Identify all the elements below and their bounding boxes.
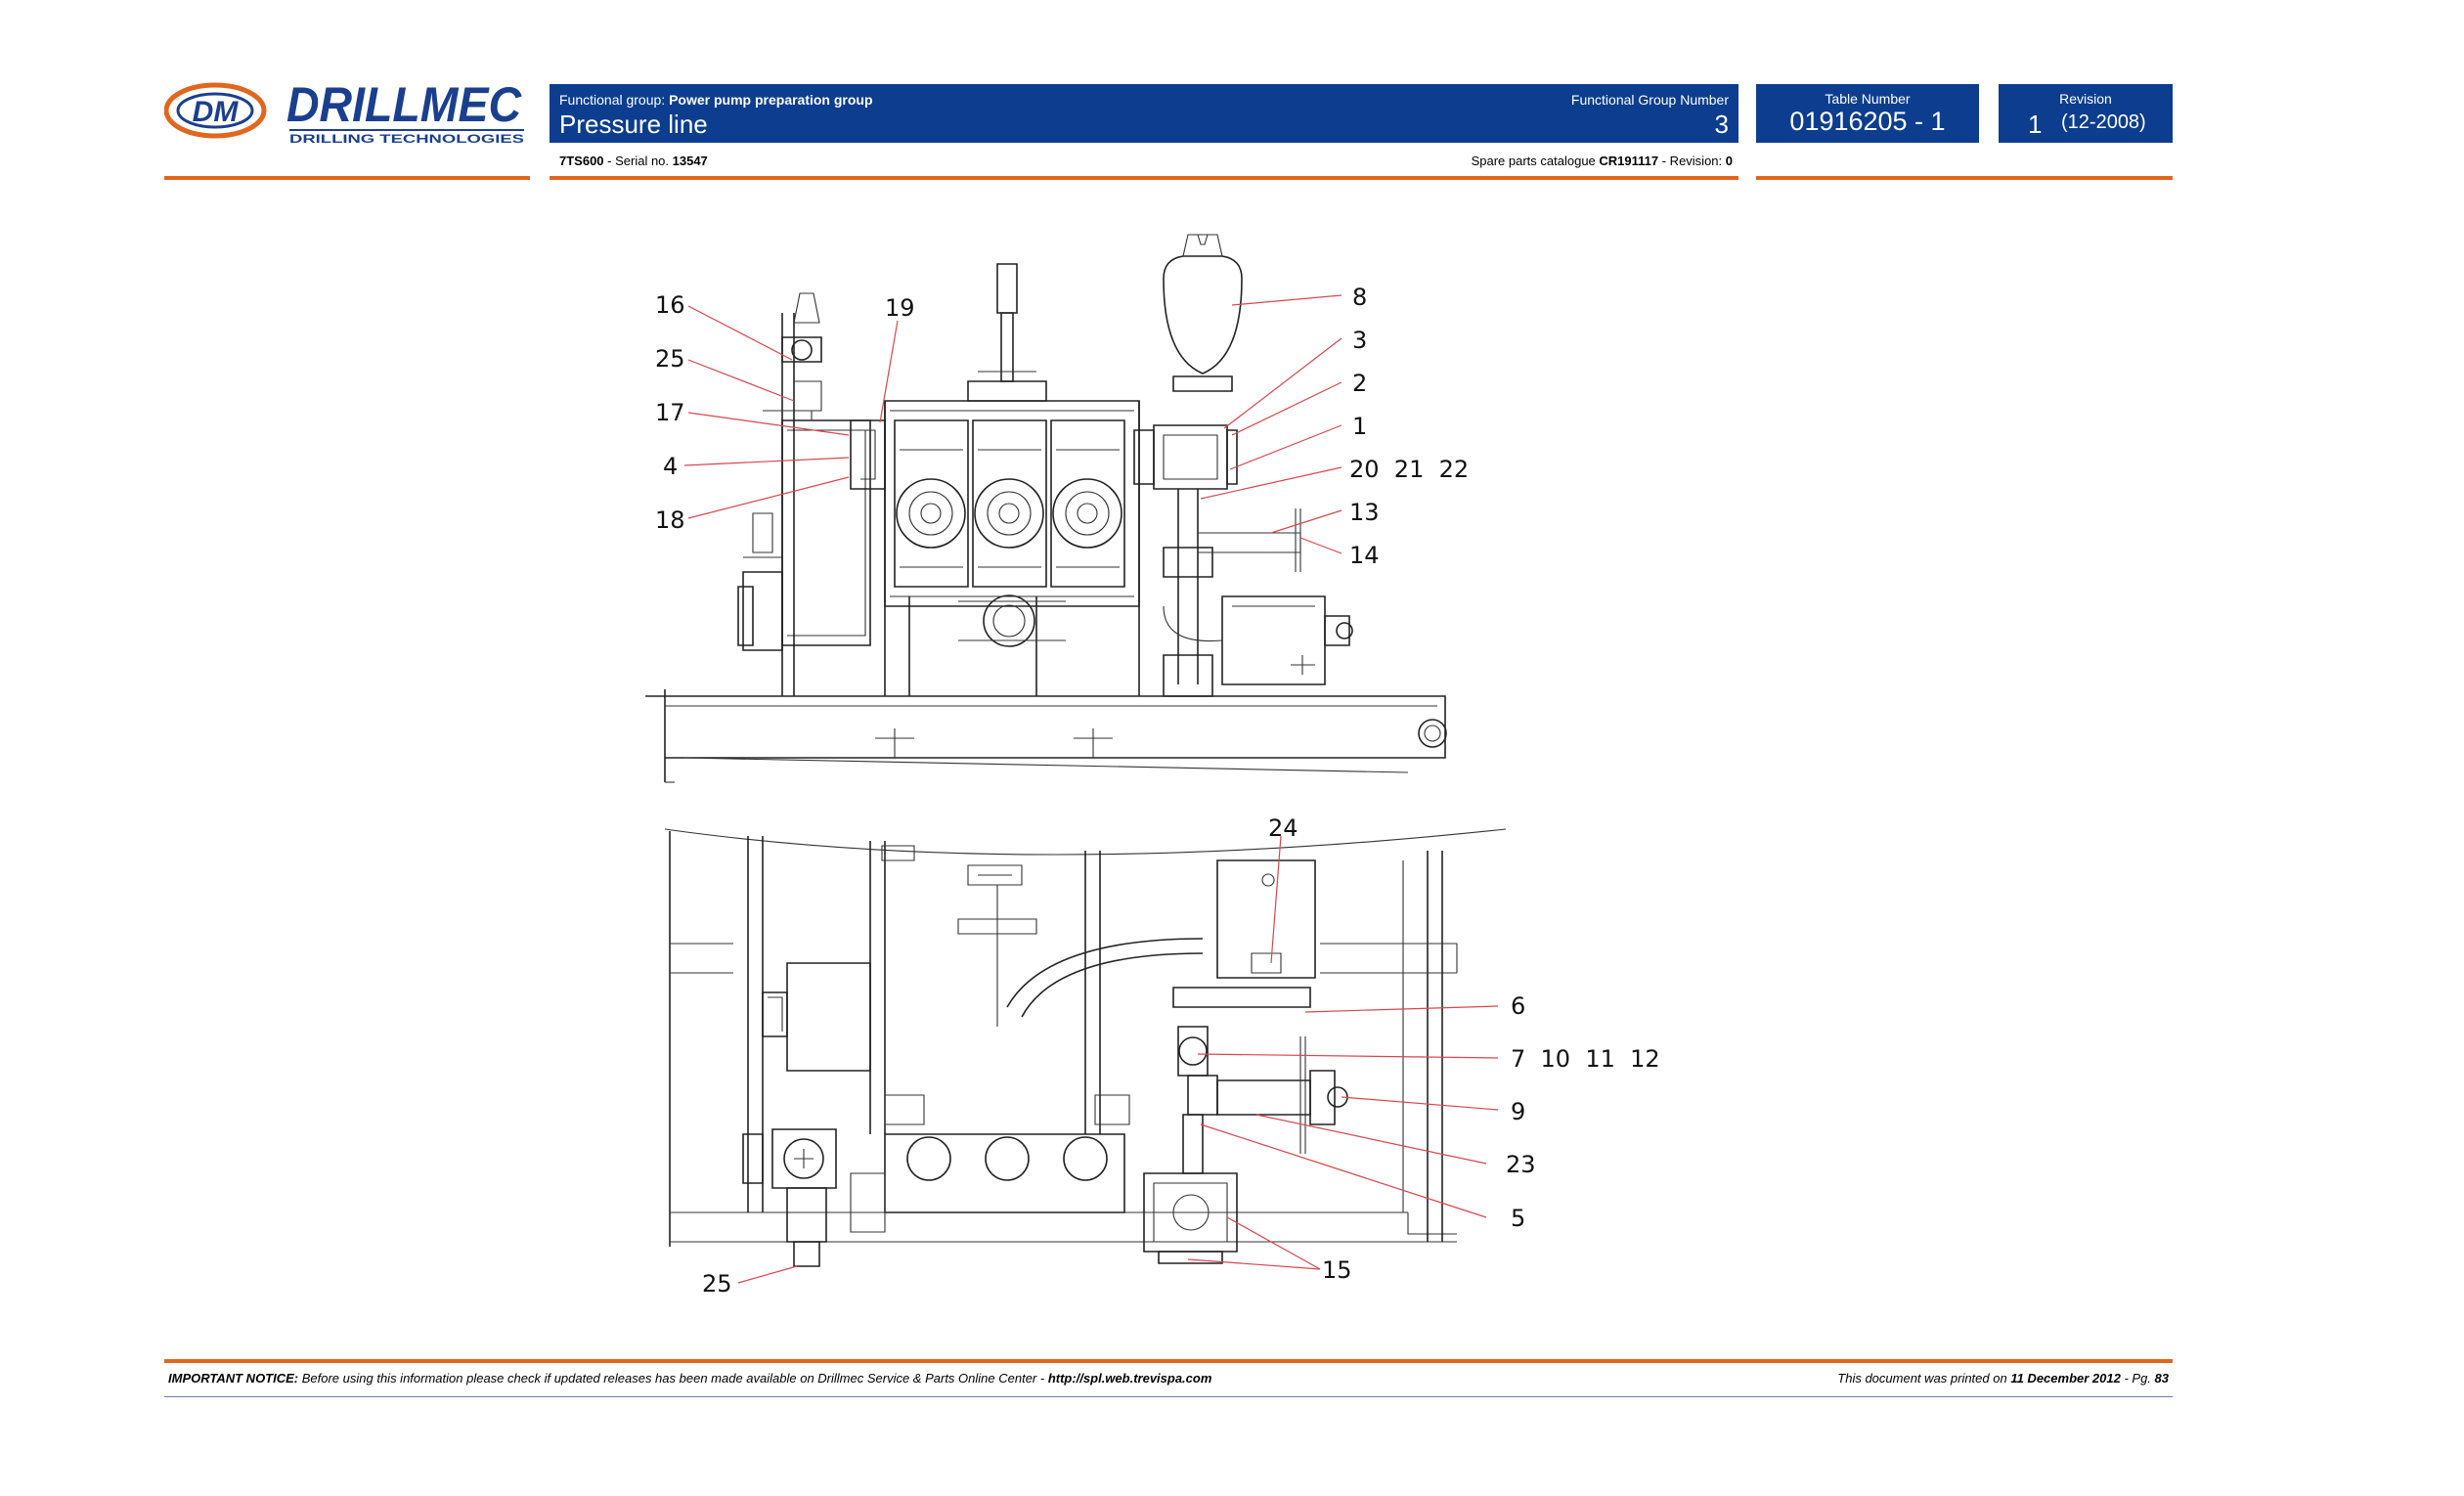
footer-bottom-rule <box>164 1396 2173 1397</box>
service-url-link[interactable]: http://spl.web.trevispa.com <box>1047 1371 1212 1386</box>
callout-8: 8 <box>1352 284 1367 311</box>
callout-labels: 16 25 17 4 18 19 8 3 2 1 20 21 22 13 14 … <box>655 284 1660 1298</box>
logo-brand: DRILLMEC <box>286 78 522 132</box>
table-number-box: Table Number 01916205 - 1 <box>1756 84 1979 143</box>
callout-3: 3 <box>1352 327 1367 354</box>
functional-group-prefix: Functional group: <box>559 92 670 108</box>
callout-17: 17 <box>655 399 685 426</box>
page-number: 83 <box>2154 1371 2169 1386</box>
callout-16: 16 <box>655 291 685 319</box>
callout-15: 15 <box>1322 1256 1352 1284</box>
pump-module-1 <box>894 419 969 588</box>
callout-18: 18 <box>655 506 685 534</box>
callout-1: 1 <box>1352 413 1367 440</box>
catalogue-line: Spare parts catalogue CR191117 - Revisio… <box>1472 154 1733 168</box>
logo-underline <box>164 176 530 180</box>
callout-leaders <box>683 294 1499 1284</box>
company-logo: DM DRILLMEC DRILLING TECHNOLOGIES <box>163 77 532 149</box>
callout-5: 5 <box>1511 1205 1525 1232</box>
page-prefix: - Pg. <box>2120 1371 2155 1386</box>
callout-9: 9 <box>1511 1098 1525 1125</box>
drillmec-logo-mark: DM DRILLMEC DRILLING TECHNOLOGIES <box>163 77 524 146</box>
revision-label: Revision <box>2059 91 2112 107</box>
logo-tagline: DRILLING TECHNOLOGIES <box>289 132 524 146</box>
functional-group-name: Power pump preparation group <box>669 92 873 108</box>
page-title: Pressure line <box>559 110 708 139</box>
callout-14: 14 <box>1349 542 1380 569</box>
notice-label: IMPORTANT NOTICE: <box>168 1371 299 1386</box>
table-underline <box>1756 176 2173 180</box>
revision-box: Revision 1 (12-2008) <box>1999 84 2173 143</box>
pulsation-dampener <box>1163 255 1243 374</box>
table-number-value: 01916205 - 1 <box>1789 107 1946 136</box>
pump-side-view <box>645 234 1447 783</box>
pump-plan-view <box>664 828 1507 1267</box>
callout-20-21-22: 20 21 22 <box>1349 456 1469 483</box>
callout-4: 4 <box>663 453 678 480</box>
catalogue-prefix: Spare parts catalogue <box>1471 154 1600 168</box>
catalogue-revision: 0 <box>1725 154 1733 168</box>
print-info: This document was printed on 11 December… <box>1837 1371 2169 1386</box>
callout-7-10-11-12: 7 10 11 12 <box>1511 1045 1660 1073</box>
pump-module-2 <box>972 419 1047 588</box>
header-underline <box>550 176 1738 180</box>
callout-25-top: 25 <box>655 345 685 373</box>
catalogue-code: CR191117 <box>1599 154 1659 168</box>
callout-2: 2 <box>1352 370 1367 397</box>
footer-rule <box>164 1359 2173 1363</box>
functional-group-number: 3 <box>1714 110 1729 139</box>
model-serial-line: 7TS600 - Serial no. 13547 <box>559 154 708 168</box>
notice-text: Before using this information please che… <box>298 1371 1048 1386</box>
logo-monogram: DM <box>193 96 240 128</box>
printed-date: 11 December 2012 <box>2010 1371 2121 1386</box>
serial-number: 13547 <box>672 154 708 168</box>
callout-13: 13 <box>1349 499 1380 526</box>
functional-group-line: Functional group: Power pump preparation… <box>559 92 873 108</box>
serial-prefix: - Serial no. <box>603 154 673 168</box>
revision-number: 1 <box>2028 110 2043 139</box>
callout-23: 23 <box>1506 1151 1536 1178</box>
printed-prefix: This document was printed on <box>1837 1371 2011 1386</box>
callout-24: 24 <box>1268 814 1298 842</box>
callout-25-bottom: 25 <box>702 1270 732 1298</box>
table-number-label: Table Number <box>1825 91 1911 107</box>
model-code: 7TS600 <box>559 154 604 168</box>
catalogue-revision-prefix: - Revision: <box>1658 154 1726 168</box>
important-notice: IMPORTANT NOTICE: Before using this info… <box>168 1371 1211 1386</box>
revision-date: (12-2008) <box>2061 111 2146 133</box>
functional-group-number-label: Functional Group Number <box>1570 92 1729 108</box>
functional-group-header: Functional group: Power pump preparation… <box>550 84 1738 143</box>
callout-19: 19 <box>885 294 915 322</box>
callout-6: 6 <box>1511 992 1525 1020</box>
pump-module-3 <box>1050 419 1125 588</box>
